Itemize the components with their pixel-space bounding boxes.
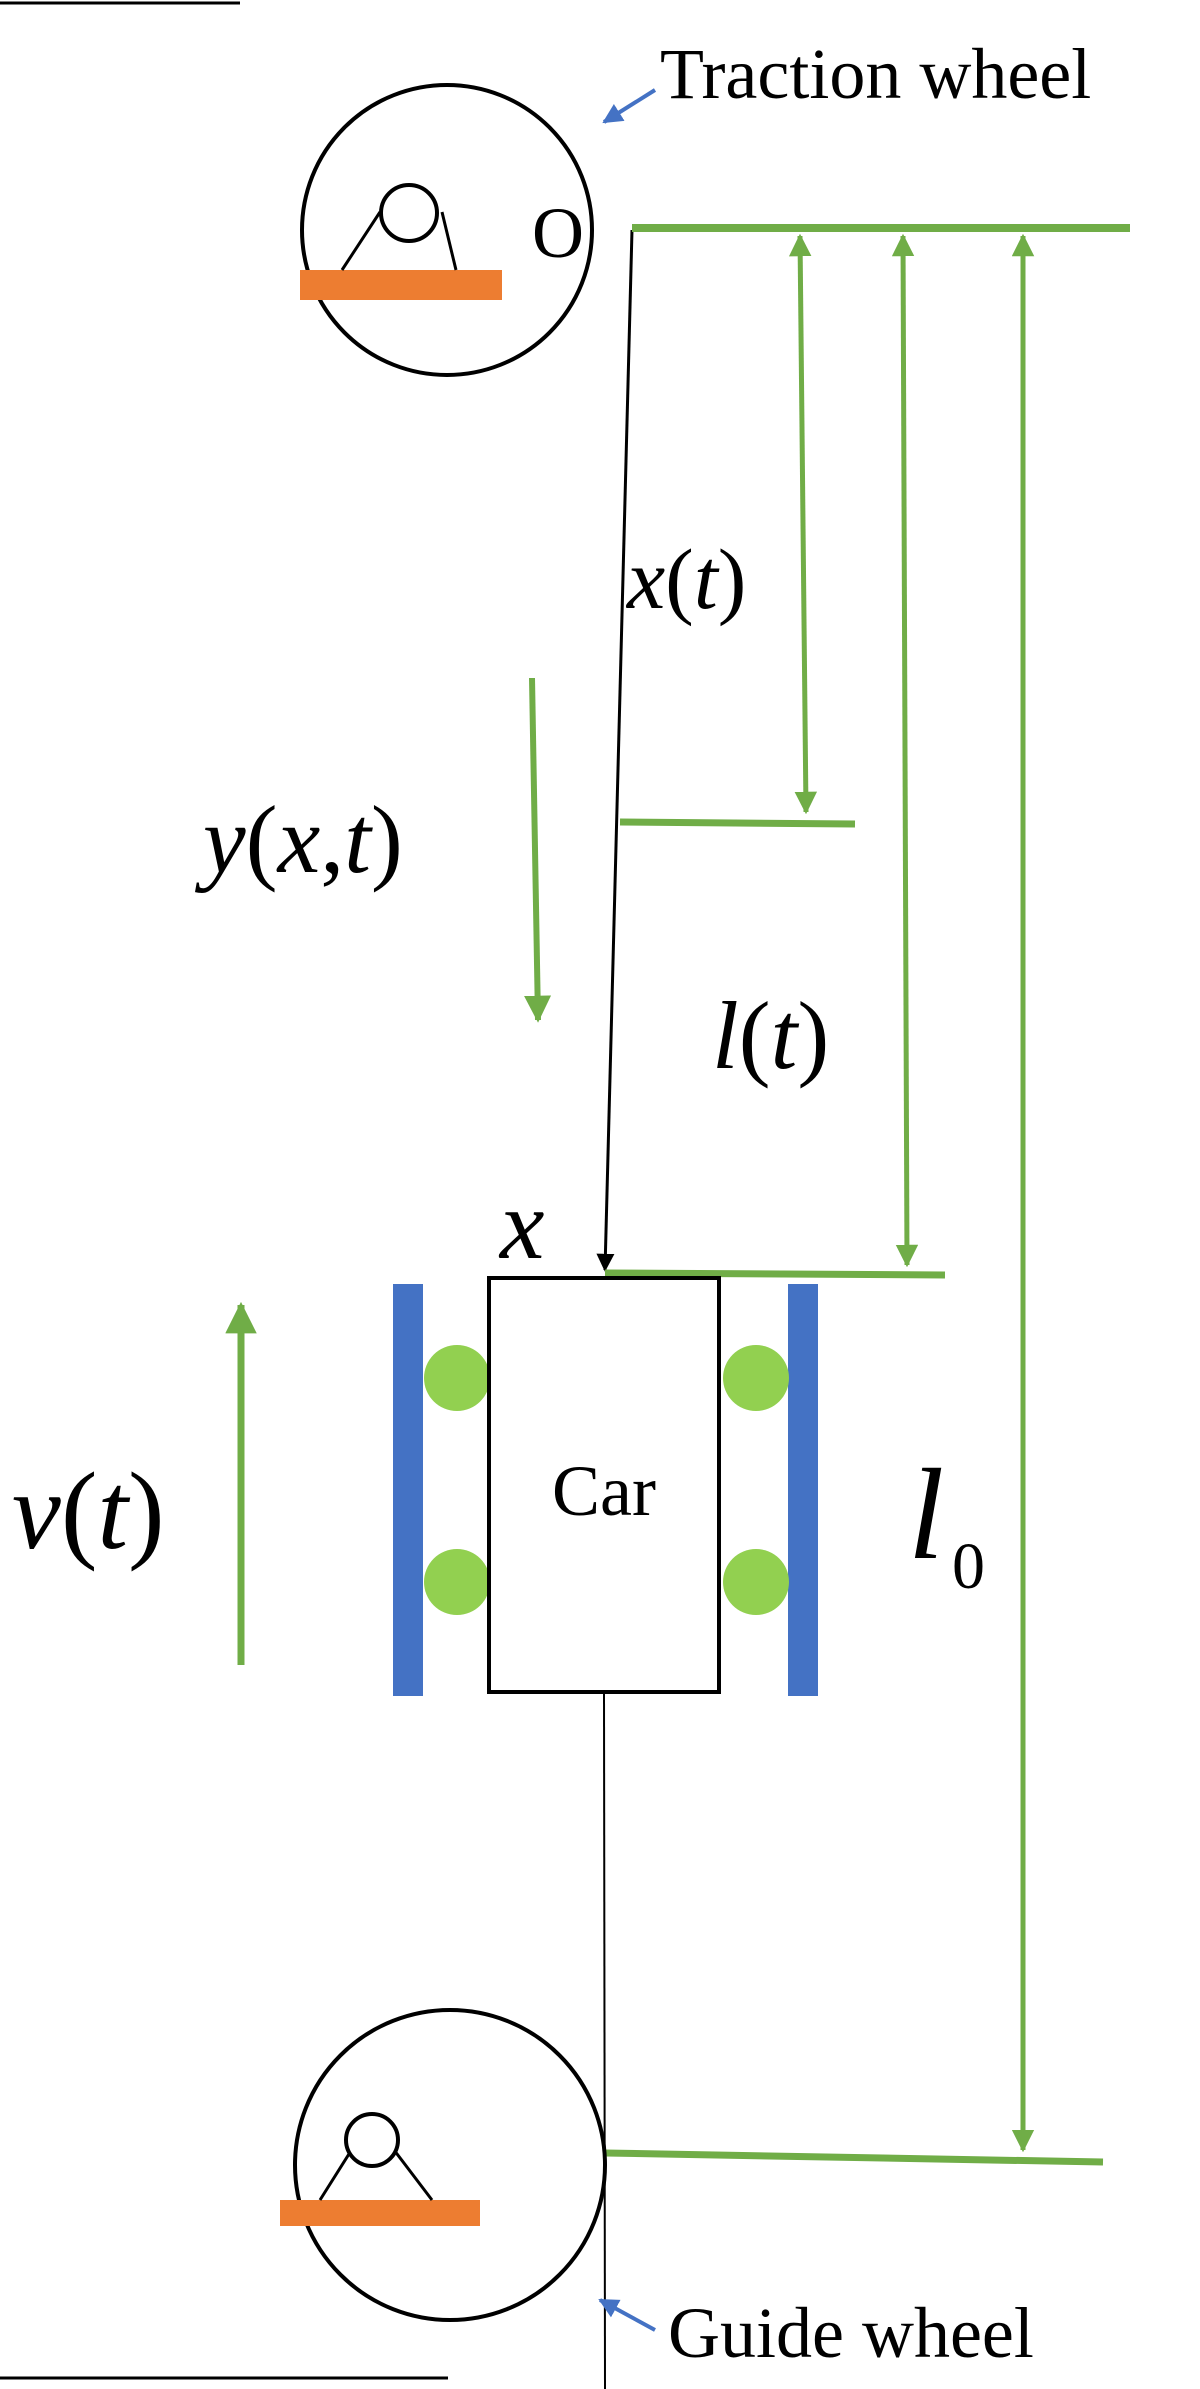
traction-wheel-label: Traction wheel [660, 34, 1091, 114]
dim-arrow-l [891, 233, 919, 1268]
traction-wheel-axle [379, 183, 439, 243]
car-label: Car [552, 1451, 656, 1531]
traction-wheel [300, 83, 594, 377]
guide-wheel-base [280, 2200, 480, 2226]
guide-wheel-label: Guide wheel [668, 2293, 1034, 2373]
label-v-of-t: v(t) [12, 1450, 165, 1572]
label-l0-subscript: 0 [952, 1530, 985, 1603]
guide-wheel-pointer [598, 2298, 656, 2332]
ref-line-guide [604, 2149, 1104, 2166]
label-x-of-t: x(t) [625, 531, 746, 627]
roller-top-left [424, 1345, 490, 1411]
guide-wheel [280, 2008, 607, 2322]
origin-label: O [532, 193, 584, 273]
roller-top-right [723, 1345, 789, 1411]
guide-wheel-axle [344, 2112, 400, 2168]
rope-main [596, 229, 634, 1272]
ref-line-car [604, 1269, 946, 1279]
traction-wheel-pointer [602, 88, 657, 124]
guide-wheel-support [318, 2145, 434, 2201]
roller-bottom-right [723, 1549, 789, 1615]
roller-bottom-left [424, 1549, 490, 1615]
label-y-of-xt: y(x,t) [194, 786, 403, 893]
label-l0: l [908, 1443, 944, 1587]
guide-rail-right [788, 1284, 818, 1696]
traction-wheel-base [300, 270, 502, 300]
label-x-at-car: x [498, 1169, 544, 1280]
traction-wheel-support [340, 211, 458, 271]
displacement-arrow-y [524, 677, 552, 1023]
lower-rope [603, 1691, 606, 2389]
ref-line-x [619, 818, 856, 828]
guide-rail-left [393, 1284, 423, 1696]
dim-arrow-x [788, 233, 818, 815]
label-l-of-t: l(t) [712, 982, 829, 1089]
